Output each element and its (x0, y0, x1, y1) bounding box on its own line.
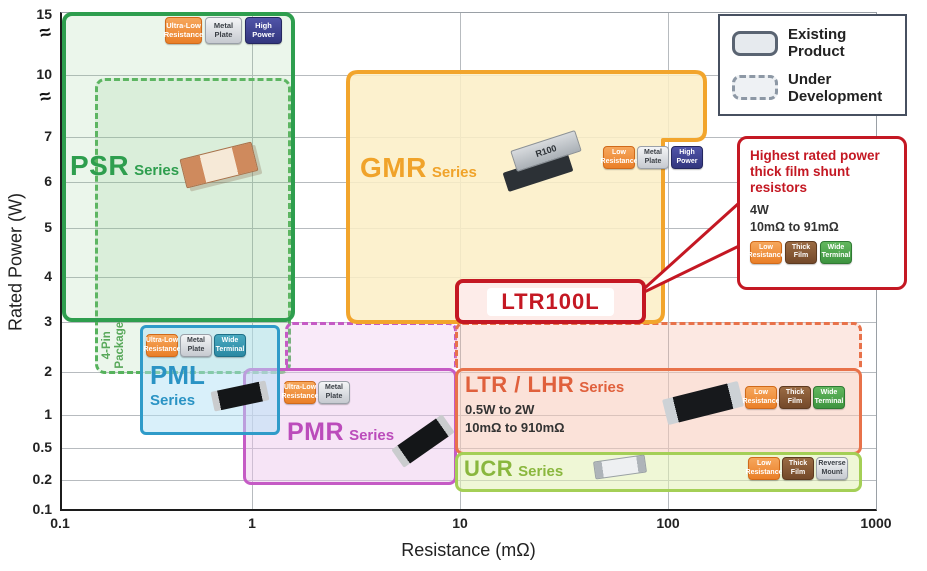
low-resistance-badge: Low Resistance (743, 386, 779, 409)
ultra-low-resistance-badge: Ultra-Low Resistance (282, 381, 318, 404)
ltr-lhr-series-suffix: Series (579, 379, 625, 396)
existing-product-label: Existing Product (788, 26, 847, 61)
psr-feature-badges: Ultra-Low Resistance Metal Plate High Po… (164, 17, 282, 44)
gridline (252, 13, 253, 509)
wide-terminal-badge: Wide Terminal (813, 386, 845, 409)
metal-plate-badge: Metal Plate (637, 146, 669, 169)
x-tick-label: 10 (452, 515, 468, 531)
pml-series-name: PML (150, 360, 205, 390)
high-power-badge: High Power (245, 17, 282, 44)
y-tick-label: 2 (44, 363, 52, 379)
x-tick-label: 1000 (860, 515, 892, 531)
y-axis-break: ≈ (37, 21, 54, 45)
legend: Existing Product Under Development (718, 14, 907, 116)
ltr-lhr-power-range: 0.5W to 2W (465, 402, 535, 417)
y-tick-label: 10 (36, 66, 52, 82)
metal-plate-badge: Metal Plate (318, 381, 350, 404)
low-resistance-badge: Low Resistance (746, 457, 782, 480)
y-tick-label: 15 (36, 6, 52, 22)
y-tick-label: 7 (44, 128, 52, 144)
ltr100l-callout: Highest rated power thick film shunt res… (737, 136, 907, 290)
wide-terminal-badge: Wide Terminal (820, 240, 852, 264)
ltr-lhr-feature-badges: Low Resistance Thick Film Wide Terminal (743, 386, 845, 409)
gmr-series-suffix: Series (431, 164, 477, 181)
thick-film-badge: Thick Film (785, 240, 817, 264)
pml-feature-badges: Ultra-Low Resistance Metal Plate Wide Te… (144, 334, 246, 357)
pmr-series-suffix: Series (349, 427, 395, 444)
y-axis-label: Rated Power (W) (5, 192, 26, 331)
y-tick-label: 5 (44, 219, 52, 235)
callout-feature-badges: Low Resistance Thick Film Wide Terminal (748, 240, 894, 264)
pmr-feature-badges: Ultra-Low Resistance Metal Plate (282, 381, 350, 404)
ltr-lhr-series-name: LTR / LHR (465, 372, 575, 397)
ucr-series-suffix: Series (518, 463, 564, 480)
gmr-series-title: GMR Series (360, 152, 477, 184)
legend-under-development-row: Under Development (732, 71, 893, 106)
y-tick-label: 0.1 (32, 501, 52, 517)
x-tick-label: 100 (656, 515, 680, 531)
wide-terminal-badge: Wide Terminal (214, 334, 246, 357)
thick-film-badge: Thick Film (782, 457, 814, 480)
x-axis-label: Resistance (mΩ) (401, 540, 536, 560)
psr-package-note: 4-Pin Package (100, 321, 126, 369)
y-tick-label: 6 (44, 173, 52, 189)
metal-plate-badge: Metal Plate (205, 17, 242, 44)
low-resistance-badge: Low Resistance (601, 146, 637, 169)
ucr-series-title: UCR Series (464, 456, 563, 482)
ultra-low-resistance-badge: Ultra-Low Resistance (144, 334, 180, 357)
y-tick-label: 3 (44, 313, 52, 329)
psr-series-suffix: Series (134, 162, 180, 179)
gmr-feature-badges: Low Resistance Metal Plate High Power (601, 146, 703, 169)
ucr-series-name: UCR (464, 456, 514, 481)
metal-plate-badge: Metal Plate (180, 334, 212, 357)
under-development-swatch (732, 75, 778, 101)
pml-series-suffix: Series (150, 392, 196, 409)
psr-series-name: PSR (70, 150, 130, 181)
pmr-series-name: PMR (287, 418, 345, 446)
callout-power-spec: 4W (750, 202, 769, 217)
callout-heading: Highest rated power thick film shunt res… (750, 148, 880, 195)
y-axis-break: ≈ (37, 85, 54, 109)
pmr-under-development-region (285, 322, 457, 368)
gmr-series-name: GMR (360, 152, 427, 183)
y-tick-label: 0.2 (32, 471, 52, 487)
ltr100l-highlight-box: LTR100L (455, 279, 646, 324)
ultra-low-resistance-badge: Ultra-Low Resistance (164, 17, 203, 44)
x-tick-label: 1 (248, 515, 256, 531)
high-power-badge: High Power (671, 146, 703, 169)
pmr-series-title: PMR Series (287, 418, 394, 447)
low-resistance-badge: Low Resistance (748, 240, 784, 264)
ltr-lhr-under-development-region (455, 322, 862, 368)
legend-existing-row: Existing Product (732, 26, 893, 61)
psr-series-title: PSR Series (70, 150, 179, 182)
ucr-feature-badges: Low Resistance Thick Film Reverse Mount (746, 457, 848, 480)
y-tick-label: 1 (44, 406, 52, 422)
ltr100l-label: LTR100L (487, 287, 614, 316)
under-development-label: Under Development (788, 70, 883, 105)
y-tick-label: 0.5 (32, 439, 52, 455)
ltr-lhr-series-title: LTR / LHR Series (465, 372, 624, 398)
y-tick-label: 4 (44, 268, 52, 284)
thick-film-badge: Thick Film (779, 386, 811, 409)
x-tick-label: 0.1 (50, 515, 70, 531)
reverse-mount-badge: Reverse Mount (816, 457, 848, 480)
existing-product-swatch (732, 30, 778, 56)
ltr-lhr-resistance-range: 10mΩ to 910mΩ (465, 420, 565, 435)
callout-resistance-spec: 10mΩ to 91mΩ (750, 219, 839, 234)
